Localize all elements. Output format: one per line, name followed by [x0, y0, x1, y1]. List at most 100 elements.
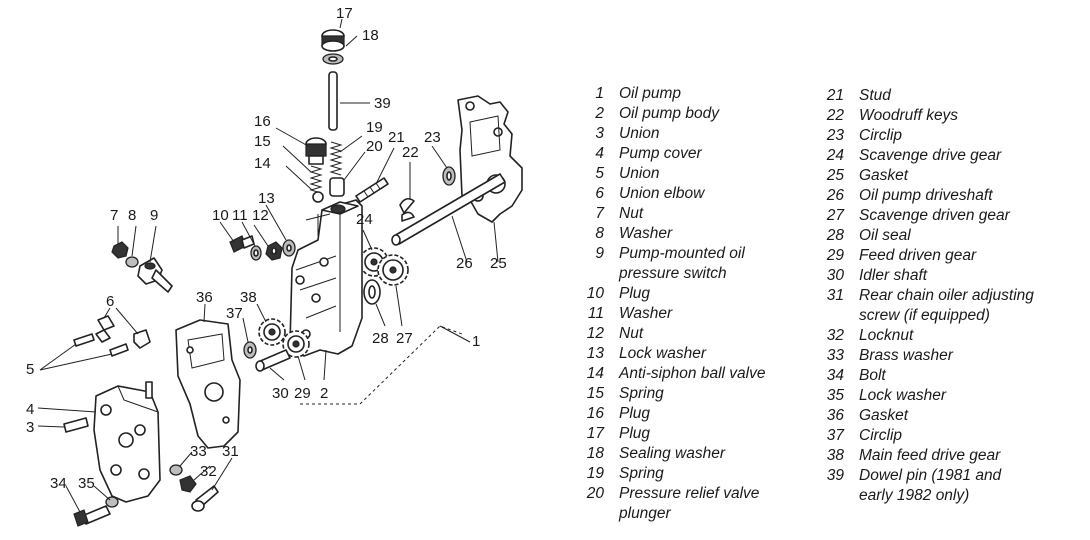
main-feed-drive-gear-38 [258, 318, 286, 346]
legend-item: plunger [568, 504, 765, 524]
callout-16: 16 [254, 113, 271, 130]
legend-item-label: Anti-siphon ball valve [619, 365, 766, 382]
legend-item-label: Union [619, 165, 660, 182]
legend-item: 21 Stud [808, 86, 1034, 106]
callout-33: 33 [190, 443, 207, 460]
callout-28: 28 [372, 330, 389, 347]
callout-34: 34 [50, 475, 67, 492]
callout-27: 27 [396, 330, 413, 347]
legend-item-label: Union elbow [619, 185, 705, 202]
legend-item-label: Lock washer [619, 345, 707, 362]
legend-item: 7 Nut [568, 204, 765, 224]
idler-shaft-30 [255, 349, 291, 372]
legend-item: pressure switch [568, 264, 765, 284]
callout-13: 13 [258, 190, 275, 207]
legend-item-label: Plug [619, 285, 651, 302]
legend-item-label: Pump-mounted oil [619, 245, 745, 262]
legend-item-label: Washer [619, 225, 673, 242]
oil-pump-assembly-bracket [300, 325, 463, 405]
legend-item-number: 1 [595, 85, 604, 102]
leader-lines [37, 18, 499, 513]
legend-item-label: screw (if equipped) [859, 307, 990, 324]
legend-item: 15 Spring [568, 384, 765, 404]
exploded-view-diagram: 17 18 39 16 15 14 19 20 21 22 23 24 13 1… [26, 5, 523, 527]
callout-36: 36 [196, 289, 213, 306]
nut-12 [265, 241, 283, 261]
legend-item-label: Brass washer [859, 347, 953, 364]
legend-item-label: Plug [619, 425, 651, 442]
legend-item-number: 37 [826, 427, 844, 444]
legend-item-label: Pump cover [619, 145, 702, 162]
legend-item-label: Union [619, 125, 660, 142]
legend-item-number: 3 [595, 125, 604, 142]
callout-18: 18 [362, 27, 379, 44]
callout-29: 29 [294, 385, 311, 402]
callout-15: 15 [254, 133, 271, 150]
legend-item-label: Washer [619, 305, 673, 322]
legend-item-label: Spring [619, 385, 664, 402]
callout-7: 7 [110, 207, 118, 224]
legend-item-number [568, 504, 619, 524]
legend-item-number: 21 [826, 87, 844, 104]
legend-item-number: 16 [586, 405, 604, 422]
legend-item-number: 10 [586, 285, 604, 302]
legend-item-number: 34 [826, 367, 844, 384]
legend-item-label: Scavenge drive gear [859, 147, 1002, 164]
legend-item-number [568, 264, 619, 284]
legend-item-number: 4 [595, 145, 604, 162]
legend-item-label: Nut [619, 205, 644, 222]
callout-14: 14 [254, 155, 271, 172]
union-elbow-6 [95, 315, 151, 349]
legend-item-number: 15 [586, 385, 604, 402]
callout-4: 4 [26, 401, 34, 418]
legend-item-label: Sealing washer [619, 445, 725, 462]
stud-21 [355, 177, 389, 203]
plug-16 [305, 137, 327, 165]
gasket-36 [175, 319, 241, 449]
legend-item-number: 2 [595, 105, 604, 122]
legend-item-label: Idler shaft [859, 267, 928, 284]
callout-38: 38 [240, 289, 257, 306]
legend-item: 4 Pump cover [568, 144, 765, 164]
callout-2: 2 [320, 385, 328, 402]
union-3 [63, 417, 89, 433]
legend-item-number: 12 [586, 325, 604, 342]
legend-item-label: Rear chain oiler adjusting [859, 287, 1034, 304]
feed-driven-gear-29 [282, 330, 310, 358]
callout-labels: 17 18 39 16 15 14 19 20 21 22 23 24 13 1… [26, 5, 507, 492]
legend-item: screw (if equipped) [808, 306, 1034, 326]
pump-cover-4 [93, 381, 161, 503]
callout-25: 25 [490, 255, 507, 272]
legend-item-label: Oil seal [859, 227, 911, 244]
legend-item-number: 36 [826, 407, 844, 424]
dowel-pin-39 [328, 71, 338, 131]
washer-8 [125, 256, 139, 268]
callout-39: 39 [374, 95, 391, 112]
legend-item-number: 23 [826, 127, 844, 144]
callout-9: 9 [150, 207, 158, 224]
legend-item-number: 7 [595, 205, 604, 222]
legend-item-label: Locknut [859, 327, 914, 344]
locknut-32 [179, 475, 197, 493]
oil-pump-body-2 [289, 199, 363, 357]
callout-22: 22 [402, 144, 419, 161]
woodruff-keys-22 [399, 197, 415, 222]
spring-19 [329, 141, 343, 176]
legend-item-label: Stud [859, 87, 891, 104]
